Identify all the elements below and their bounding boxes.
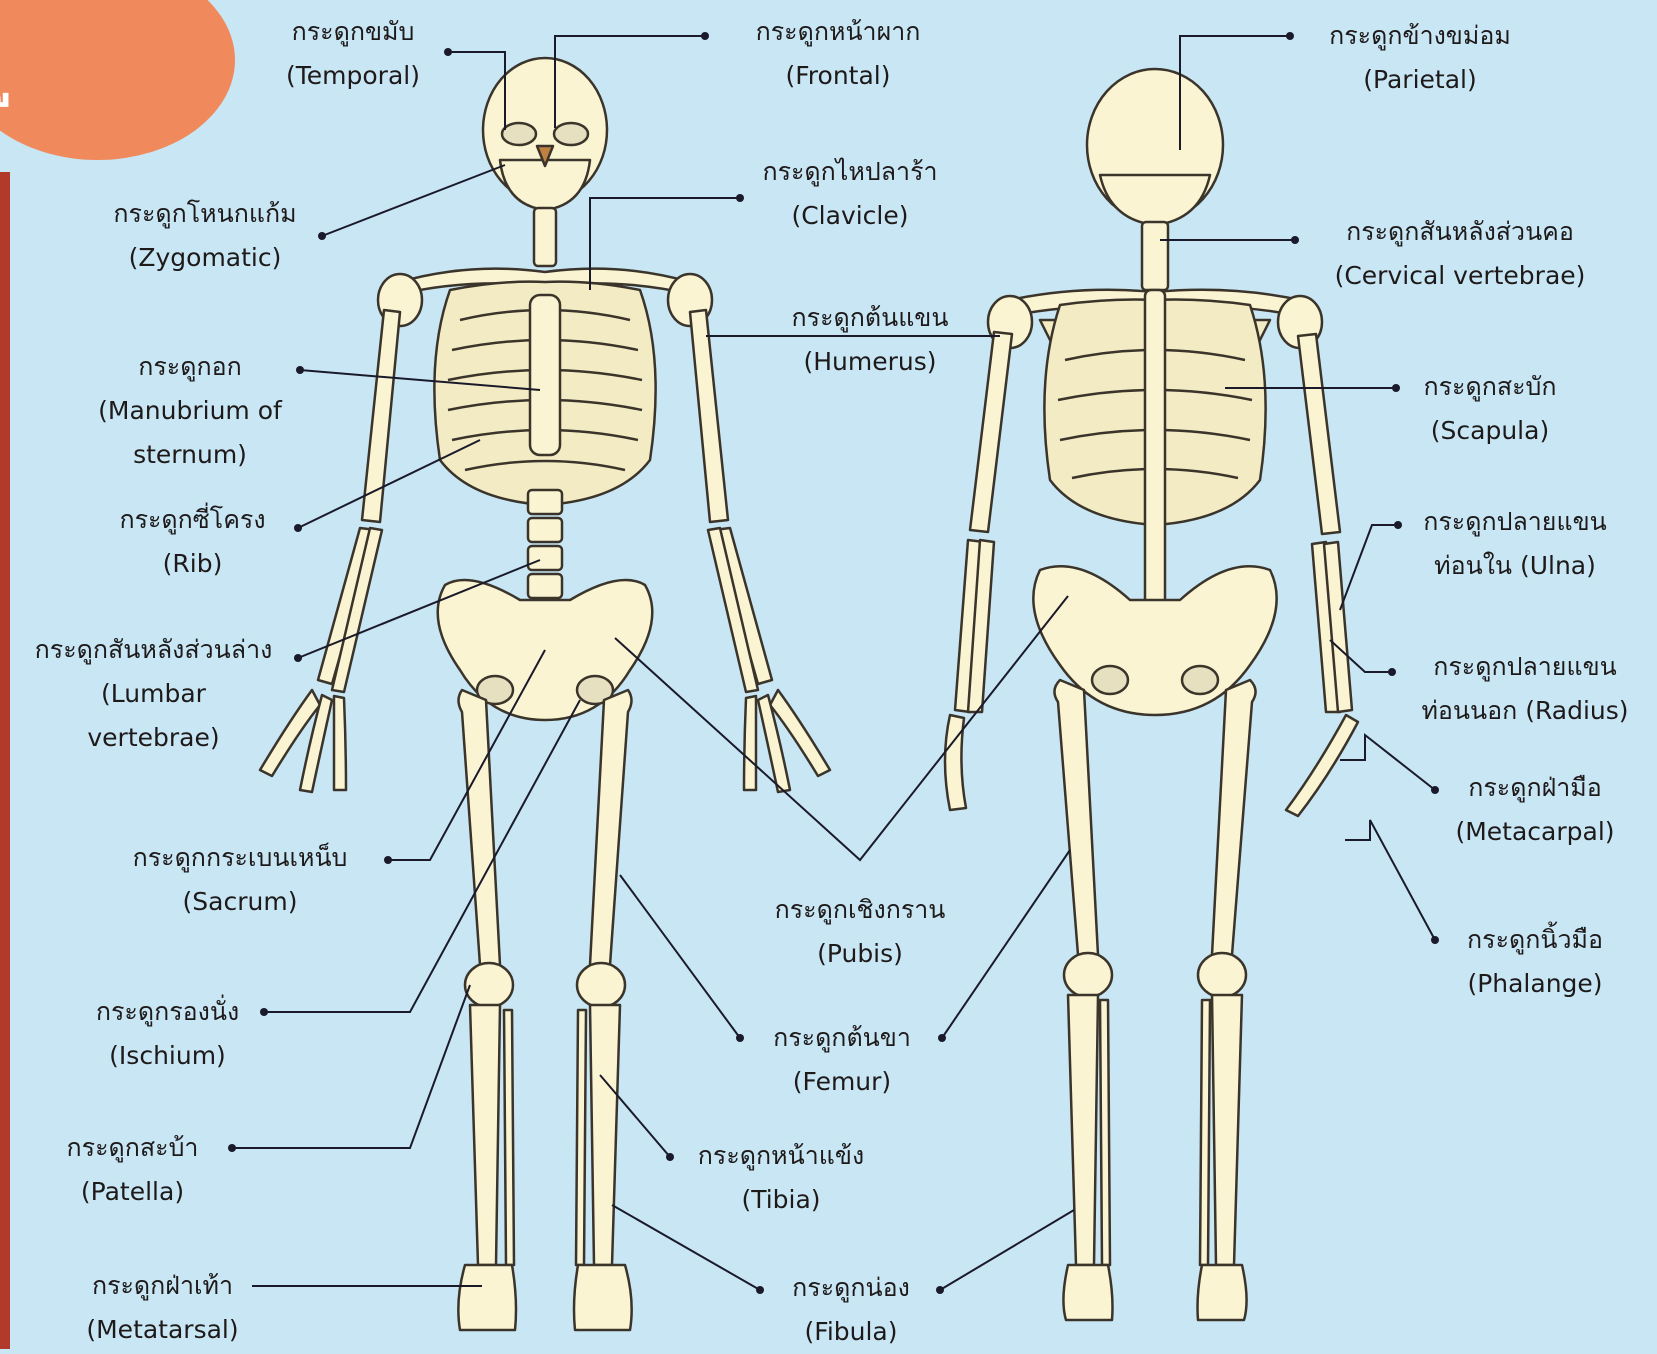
label-metacarpal: กระดูกฝ่ามือ (Metacarpal) xyxy=(1440,766,1630,854)
label-sacrum-en: (Sacrum) xyxy=(95,880,385,924)
label-humerus: กระดูกต้นแขน (Humerus) xyxy=(755,296,985,384)
label-scapula: กระดูกสะบัก (Scapula) xyxy=(1400,365,1580,453)
label-temporal: กระดูกขมับ (Temporal) xyxy=(268,10,438,98)
label-femur-th: กระดูกต้นขา xyxy=(746,1016,938,1060)
label-lumbar: กระดูกสันหลังส่วนล่าง (Lumbar vertebrae) xyxy=(16,628,291,760)
label-lumbar-th: กระดูกสันหลังส่วนล่าง xyxy=(16,628,291,672)
label-ulna: กระดูกปลายแขน ท่อนใน (Ulna) xyxy=(1400,500,1630,588)
label-cervical-th: กระดูกสันหลังส่วนคอ xyxy=(1310,210,1610,254)
label-fibula-th: กระดูกน่อง xyxy=(765,1266,937,1310)
label-metacarpal-en: (Metacarpal) xyxy=(1440,810,1630,854)
label-phalange-th: กระดูกนิ้วมือ xyxy=(1440,918,1630,962)
label-patella: กระดูกสะบ้า (Patella) xyxy=(40,1126,225,1214)
label-tibia: กระดูกหน้าแข้ง (Tibia) xyxy=(676,1134,886,1222)
label-ulna-en: ท่อนใน (Ulna) xyxy=(1400,544,1630,588)
label-ischium-en: (Ischium) xyxy=(75,1034,260,1078)
label-patella-en: (Patella) xyxy=(40,1170,225,1214)
label-parietal-th: กระดูกข้างขม่อม xyxy=(1300,14,1540,58)
label-patella-th: กระดูกสะบ้า xyxy=(40,1126,225,1170)
label-metacarpal-th: กระดูกฝ่ามือ xyxy=(1440,766,1630,810)
left-edge-stripe xyxy=(0,172,10,1349)
label-pubis-en: (Pubis) xyxy=(755,932,965,976)
label-metatarsal-en: (Metatarsal) xyxy=(70,1308,255,1352)
label-scapula-th: กระดูกสะบัก xyxy=(1400,365,1580,409)
label-parietal-en: (Parietal) xyxy=(1300,58,1540,102)
label-rib-en: (Rib) xyxy=(100,542,285,586)
label-fibula: กระดูกน่อง (Fibula) xyxy=(765,1266,937,1354)
label-clavicle: กระดูกไหปลาร้า (Clavicle) xyxy=(740,150,960,238)
label-cervical: กระดูกสันหลังส่วนคอ (Cervical vertebrae) xyxy=(1310,210,1610,298)
label-sacrum: กระดูกกระเบนเหน็บ (Sacrum) xyxy=(95,836,385,924)
label-rib: กระดูกซี่โครง (Rib) xyxy=(100,498,285,586)
label-pubis-th: กระดูกเชิงกราน xyxy=(755,888,965,932)
label-ischium: กระดูกรองนั่ง (Ischium) xyxy=(75,990,260,1078)
label-tibia-th: กระดูกหน้าแข้ง xyxy=(676,1134,886,1178)
label-pubis: กระดูกเชิงกราน (Pubis) xyxy=(755,888,965,976)
label-fibula-en: (Fibula) xyxy=(765,1310,937,1354)
label-femur: กระดูกต้นขา (Femur) xyxy=(746,1016,938,1104)
label-temporal-en: (Temporal) xyxy=(268,54,438,98)
label-zygomatic-en: (Zygomatic) xyxy=(95,236,315,280)
label-parietal: กระดูกข้างขม่อม (Parietal) xyxy=(1300,14,1540,102)
label-cervical-en: (Cervical vertebrae) xyxy=(1310,254,1610,298)
label-ulna-th: กระดูกปลายแขน xyxy=(1400,500,1630,544)
label-scapula-en: (Scapula) xyxy=(1400,409,1580,453)
label-metatarsal: กระดูกฝ่าเท้า (Metatarsal) xyxy=(70,1264,255,1352)
label-temporal-th: กระดูกขมับ xyxy=(268,10,438,54)
label-sternum-en: (Manubrium of xyxy=(90,389,290,433)
label-frontal-en: (Frontal) xyxy=(718,54,958,98)
label-frontal: กระดูกหน้าผาก (Frontal) xyxy=(718,10,958,98)
label-metatarsal-th: กระดูกฝ่าเท้า xyxy=(70,1264,255,1308)
label-lumbar-en: (Lumbar xyxy=(16,672,291,716)
label-zygomatic: กระดูกโหนกแก้ม (Zygomatic) xyxy=(95,192,315,280)
label-sternum-en2: sternum) xyxy=(90,433,290,477)
label-phalange: กระดูกนิ้วมือ (Phalange) xyxy=(1440,918,1630,1006)
label-humerus-en: (Humerus) xyxy=(755,340,985,384)
label-humerus-th: กระดูกต้นแขน xyxy=(755,296,985,340)
label-sternum: กระดูกอก (Manubrium of sternum) xyxy=(90,345,290,477)
label-sacrum-th: กระดูกกระเบนเหน็บ xyxy=(95,836,385,880)
label-rib-th: กระดูกซี่โครง xyxy=(100,498,285,542)
label-frontal-th: กระดูกหน้าผาก xyxy=(718,10,958,54)
label-lumbar-en2: vertebrae) xyxy=(16,716,291,760)
label-radius: กระดูกปลายแขน ท่อนนอก (Radius) xyxy=(1400,645,1650,733)
label-sternum-th: กระดูกอก xyxy=(90,345,290,389)
label-radius-th: กระดูกปลายแขน xyxy=(1400,645,1650,689)
label-zygomatic-th: กระดูกโหนกแก้ม xyxy=(95,192,315,236)
label-clavicle-en: (Clavicle) xyxy=(740,194,960,238)
label-ischium-th: กระดูกรองนั่ง xyxy=(75,990,260,1034)
label-clavicle-th: กระดูกไหปลาร้า xyxy=(740,150,960,194)
label-radius-en: ท่อนนอก (Radius) xyxy=(1400,689,1650,733)
label-tibia-en: (Tibia) xyxy=(676,1178,886,1222)
label-femur-en: (Femur) xyxy=(746,1060,938,1104)
label-phalange-en: (Phalange) xyxy=(1440,962,1630,1006)
